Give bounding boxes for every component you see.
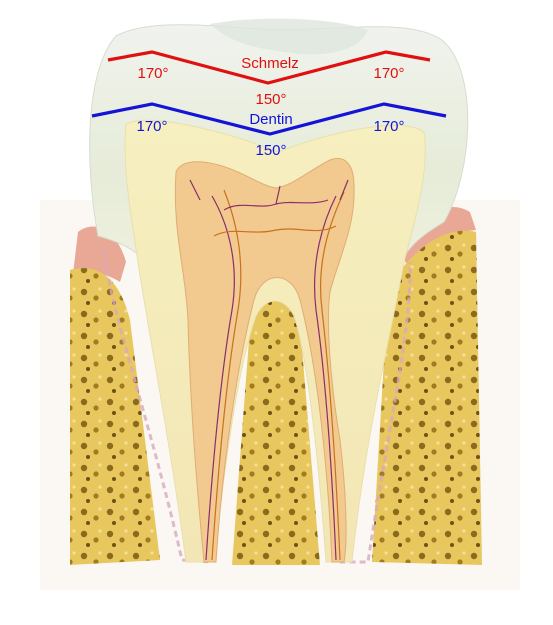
enamel-angle-center: 150° [255,91,286,108]
enamel-angle-right: 170° [373,65,404,82]
enamel-angle-left: 170° [137,65,168,82]
enamel-label: Schmelz [241,55,299,72]
dentin-angle-right: 170° [373,118,404,135]
dentin-angle-center: 150° [255,142,286,159]
dentin-label: Dentin [249,111,292,128]
dentin-angle-left: 170° [136,118,167,135]
